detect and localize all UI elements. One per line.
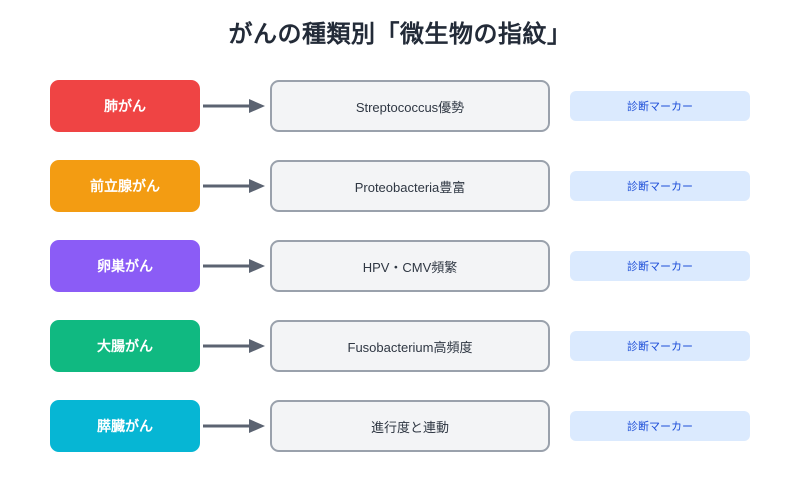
status-badge-label: 診断マーカー: [627, 421, 693, 433]
cancer-type-box[interactable]: 大腸がん: [50, 320, 200, 372]
arrow-connector-icon: [203, 240, 267, 292]
diagram-row: 前立腺がん Proteobacteria豊富 診断マーカー: [0, 160, 800, 212]
status-badge-label: 診断マーカー: [627, 101, 693, 113]
finding-box[interactable]: HPV・CMV頻繁: [270, 240, 550, 292]
status-badge[interactable]: 診断マーカー: [570, 91, 750, 121]
diagram-row: 大腸がん Fusobacterium高頻度 診断マーカー: [0, 320, 800, 372]
finding-label: Fusobacterium高頻度: [347, 339, 473, 355]
finding-label: 進行度と連動: [370, 419, 449, 435]
arrow-connector-icon: [203, 160, 267, 212]
finding-label: HPV・CMV頻繁: [362, 259, 458, 275]
status-badge[interactable]: 診断マーカー: [570, 331, 750, 361]
cancer-type-box[interactable]: 肺がん: [50, 80, 200, 132]
cancer-type-box[interactable]: 前立腺がん: [50, 160, 200, 212]
diagram-row: 膵臓がん 進行度と連動 診断マーカー: [0, 400, 800, 452]
status-badge-label: 診断マーカー: [627, 261, 693, 273]
diagram-row: 卵巣がん HPV・CMV頻繁 診断マーカー: [0, 240, 800, 292]
cancer-type-label: 膵臓がん: [97, 418, 153, 434]
status-badge-label: 診断マーカー: [627, 341, 693, 353]
finding-box[interactable]: Fusobacterium高頻度: [270, 320, 550, 372]
arrow-connector-icon: [203, 80, 267, 132]
finding-box[interactable]: Streptococcus優勢: [270, 80, 550, 132]
status-badge-label: 診断マーカー: [627, 181, 693, 193]
finding-box[interactable]: 進行度と連動: [270, 400, 550, 452]
page-title: がんの種類別「微生物の指紋」: [228, 21, 572, 48]
finding-box[interactable]: Proteobacteria豊富: [270, 160, 550, 212]
arrow-connector-icon: [203, 400, 267, 452]
status-badge[interactable]: 診断マーカー: [570, 171, 750, 201]
finding-label: Proteobacteria豊富: [354, 179, 466, 195]
finding-label: Streptococcus優勢: [355, 99, 465, 115]
arrow-connector-icon: [203, 320, 267, 372]
cancer-type-box[interactable]: 膵臓がん: [50, 400, 200, 452]
cancer-type-box[interactable]: 卵巣がん: [50, 240, 200, 292]
cancer-type-label: 卵巣がん: [97, 258, 153, 274]
diagram-row: 肺がん Streptococcus優勢 診断マーカー: [0, 80, 800, 132]
cancer-type-label: 前立腺がん: [90, 178, 160, 194]
cancer-type-label: 肺がん: [104, 98, 146, 114]
status-badge[interactable]: 診断マーカー: [570, 411, 750, 441]
cancer-type-label: 大腸がん: [97, 338, 153, 354]
status-badge[interactable]: 診断マーカー: [570, 251, 750, 281]
